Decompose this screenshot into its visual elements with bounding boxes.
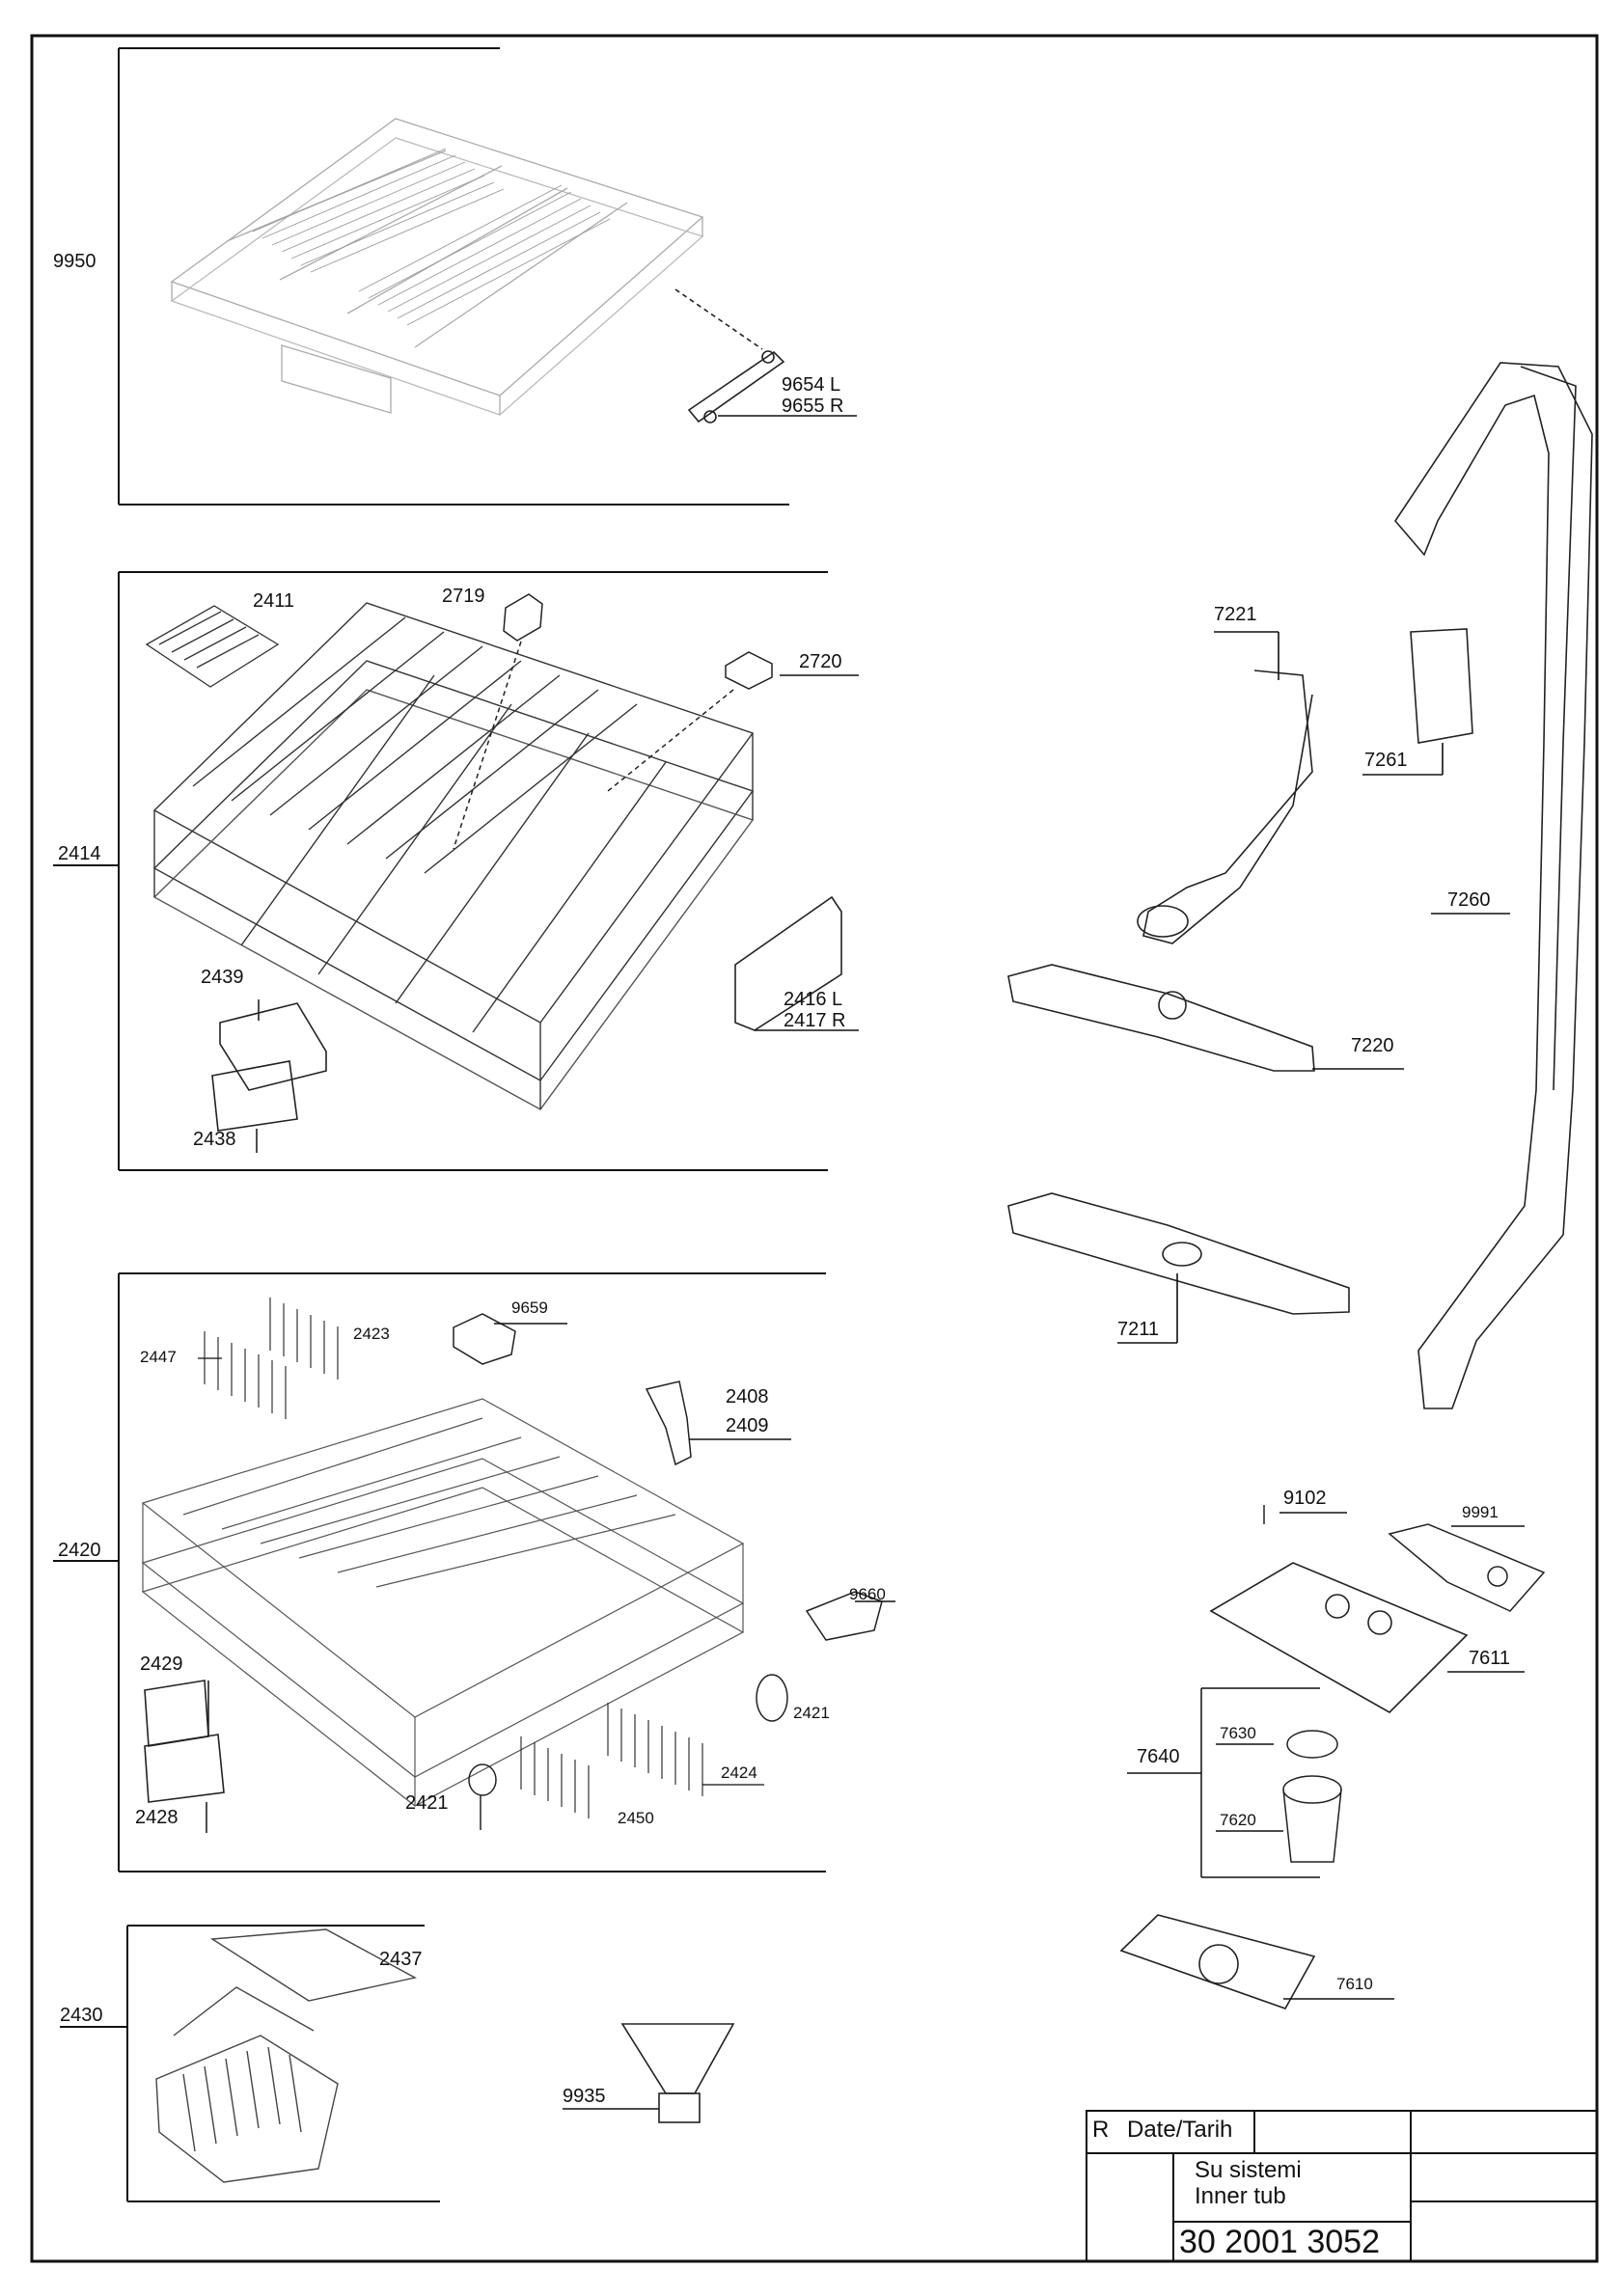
- filter-group-7640-bracket: [1127, 1687, 1320, 1878]
- label-2720: 2720: [799, 651, 842, 672]
- label-2417: 2417 R: [784, 1010, 846, 1031]
- label-7640: 7640: [1137, 1746, 1180, 1767]
- spray-arm-7220: [1007, 964, 1404, 1072]
- title-block-rev: R: [1092, 2117, 1110, 2143]
- tine-grid-2411: [145, 605, 280, 688]
- upper-spray-pipe-7221: [1137, 631, 1313, 944]
- group-2430-bracket: [60, 1925, 440, 2202]
- clip-9659: [453, 1313, 567, 1365]
- label-7261: 7261: [1364, 750, 1408, 771]
- holder-2429: [144, 1680, 209, 1747]
- label-9935: 9935: [563, 2086, 606, 2107]
- long-pipe-7260: [1393, 362, 1593, 1409]
- label-2439: 2439: [201, 967, 244, 988]
- label-2447: 2447: [140, 1348, 177, 1366]
- title-block-title-en: Inner tub: [1195, 2183, 1286, 2209]
- cover-2438: [211, 1060, 298, 1153]
- bracket-9991: [1388, 1523, 1546, 1612]
- label-7630: 7630: [1220, 1724, 1256, 1742]
- label-7220: 7220: [1351, 1035, 1394, 1056]
- cutlery-basket-drawing: [155, 1928, 417, 2183]
- label-2416: 2416 L: [784, 989, 843, 1010]
- rail-2416: [734, 895, 859, 1031]
- funnel-9935: [563, 2023, 735, 2123]
- label-9991: 9991: [1462, 1503, 1499, 1521]
- label-9102: 9102: [1283, 1488, 1327, 1509]
- label-2409: 2409: [726, 1415, 769, 1436]
- wheel-2421: [468, 1674, 788, 1830]
- screw-9102: [1263, 1505, 1347, 1524]
- label-2450: 2450: [618, 1809, 654, 1827]
- upper-basket-drawing: [152, 602, 755, 1110]
- title-block-title-tr: Su sistemi: [1195, 2157, 1302, 2183]
- label-7610: 7610: [1336, 1975, 1373, 1993]
- label-2424: 2424: [721, 1763, 757, 1782]
- filter-7620: [1216, 1775, 1342, 1863]
- label-7611: 7611: [1469, 1648, 1511, 1669]
- label-2719: 2719: [442, 586, 485, 607]
- title-block-doc-number: 30 2001 3052: [1179, 2224, 1380, 2260]
- filter-plate-7611: [1209, 1562, 1525, 1713]
- label-2428: 2428: [135, 1807, 179, 1828]
- clip-2408: [645, 1380, 791, 1466]
- group-9950-bracket: [118, 47, 789, 506]
- label-2430: 2430: [60, 2005, 103, 2026]
- label-2414: 2414: [58, 843, 101, 864]
- tine-rack-2450: [520, 1736, 590, 1818]
- group-2414-bracket: [53, 571, 828, 1171]
- tine-rack-2424: [607, 1703, 764, 1796]
- label-9950: 9950: [53, 251, 96, 272]
- label-2411: 2411: [253, 590, 295, 612]
- label-7260: 7260: [1447, 889, 1491, 911]
- label-2438: 2438: [193, 1129, 236, 1150]
- label-9660: 9660: [849, 1585, 886, 1603]
- lower-basket-drawing: [141, 1398, 745, 1807]
- filter-7630: [1216, 1730, 1338, 1759]
- label-7211: 7211: [1117, 1319, 1160, 1340]
- label-2421-right: 2421: [793, 1704, 830, 1722]
- tine-rack-2447: [198, 1298, 339, 1419]
- group-2420-bracket: [53, 1272, 826, 1872]
- drawing-frame: [30, 34, 1599, 2263]
- title-block-date-label: Date/Tarih: [1127, 2117, 1233, 2143]
- label-9659: 9659: [511, 1298, 548, 1317]
- label-2437: 2437: [379, 1949, 423, 1970]
- label-2420: 2420: [58, 1540, 101, 1561]
- tray-ridges: [252, 148, 611, 326]
- label-2429: 2429: [140, 1654, 183, 1675]
- label-2423: 2423: [353, 1325, 390, 1343]
- label-7221: 7221: [1214, 604, 1257, 625]
- cutlery-tray-drawing: [170, 118, 704, 416]
- label-9655: 9655 R: [782, 396, 844, 417]
- clip-2719: [453, 593, 543, 850]
- wheel-9660: [805, 1591, 895, 1641]
- holder-2439: [219, 999, 327, 1091]
- label-9654: 9654 L: [782, 374, 841, 396]
- rail-9654: [674, 288, 857, 424]
- spray-arm-7211: [1007, 1192, 1350, 1344]
- clip-2720: [607, 651, 859, 792]
- filter-plate-7610: [1119, 1914, 1394, 2009]
- label-7620: 7620: [1220, 1811, 1256, 1829]
- title-block-grid: [1086, 2110, 1598, 2262]
- label-2408: 2408: [726, 1386, 769, 1408]
- cover-2428: [144, 1734, 225, 1833]
- connector-7261: [1362, 628, 1473, 776]
- label-2421-bottom: 2421: [405, 1792, 449, 1814]
